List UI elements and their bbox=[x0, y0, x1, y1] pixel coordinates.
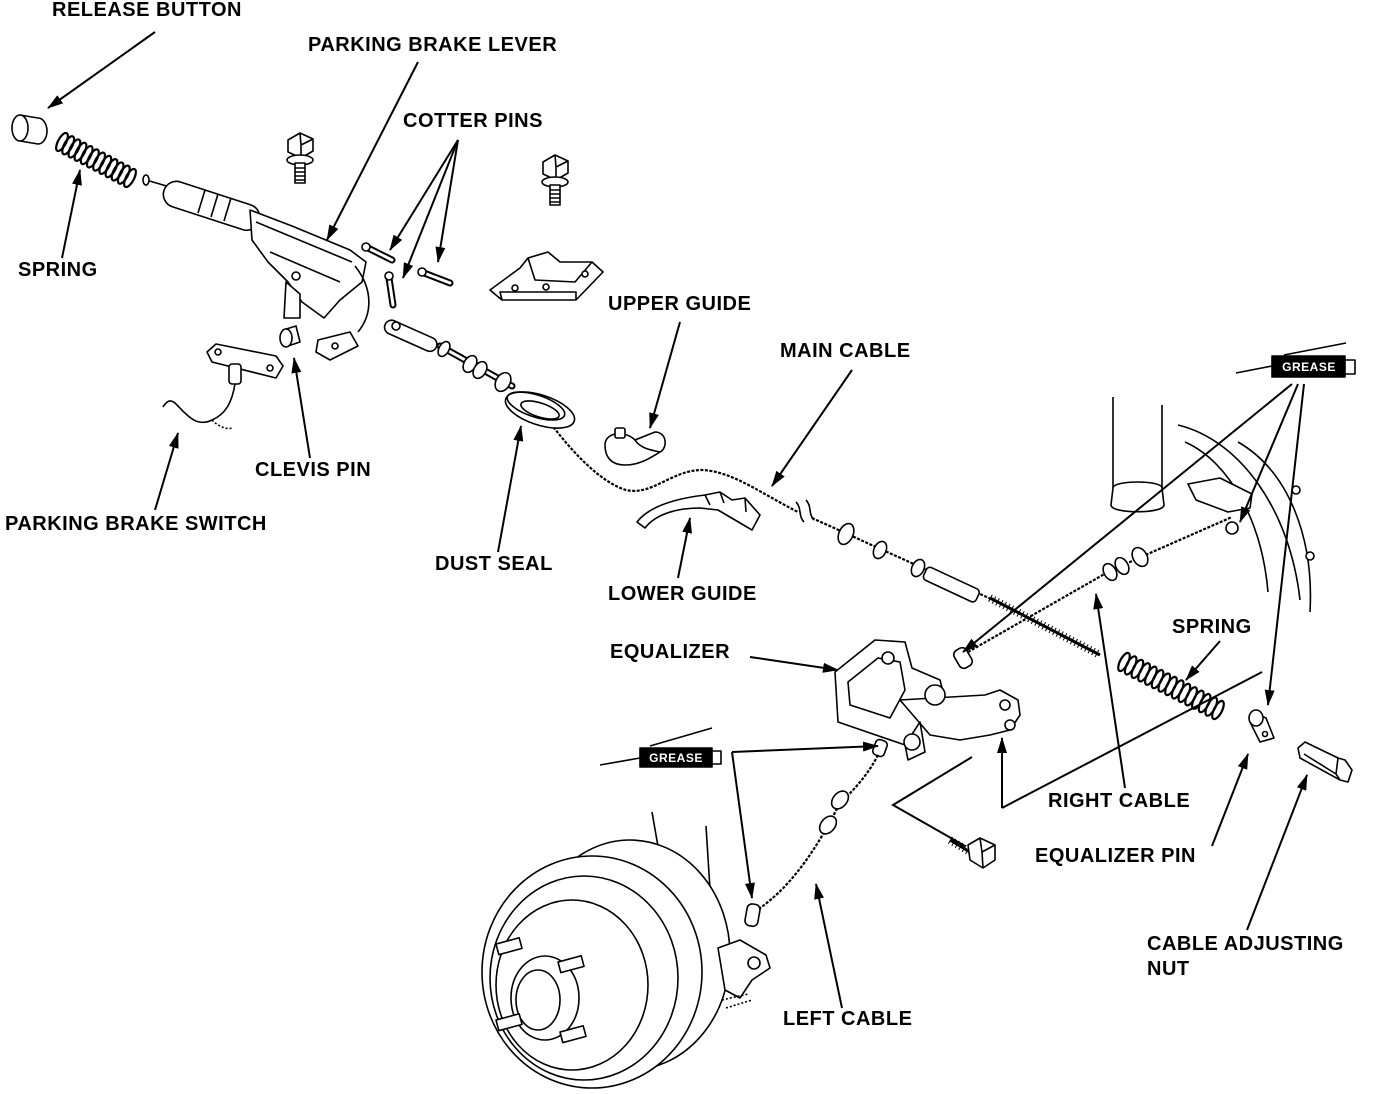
left-cable bbox=[744, 738, 889, 928]
right-cable bbox=[952, 515, 1233, 670]
equalizer-pin bbox=[1248, 709, 1275, 743]
leader-release-button bbox=[47, 31, 156, 109]
label-main-cable: MAIN CABLE bbox=[780, 340, 911, 362]
label-cable-adjusting-nut-line2: NUT bbox=[1147, 958, 1190, 980]
leader-cable-adjusting-nut bbox=[1246, 774, 1308, 931]
lower-guide bbox=[636, 491, 761, 531]
grease-tube-upper-label: GREASE bbox=[1282, 360, 1336, 374]
leader-cotter-pin-1 bbox=[389, 139, 459, 251]
leader-right-cable-end bbox=[1001, 671, 1263, 809]
wheel-studs bbox=[495, 936, 587, 1044]
rear-strut bbox=[1110, 397, 1165, 513]
label-right-cable: RIGHT CABLE bbox=[1048, 790, 1191, 812]
leader-grease-upper-backing bbox=[1239, 383, 1299, 523]
leader-lines bbox=[47, 31, 1308, 1009]
label-cotter-pins: COTTER PINS bbox=[403, 110, 543, 132]
leader-cotter-pin-3 bbox=[435, 139, 459, 263]
label-clevis-pin: CLEVIS PIN bbox=[255, 459, 372, 481]
leader-equalizer bbox=[749, 656, 839, 673]
cable-adjusting-nut bbox=[1297, 741, 1353, 783]
left-backing-plate-lever bbox=[717, 939, 771, 1009]
label-parking-brake-switch: PARKING BRAKE SWITCH bbox=[5, 513, 267, 535]
leader-equalizer-bolt bbox=[891, 756, 973, 847]
equalizer-bolt bbox=[947, 836, 996, 869]
lever-mounting-bracket bbox=[489, 251, 604, 301]
grease-tube-lower: GREASE bbox=[599, 727, 722, 768]
label-parking-brake-lever: PARKING BRAKE LEVER bbox=[308, 34, 558, 56]
leader-grease-upper-equalizer bbox=[962, 383, 1293, 653]
left-brake-drum bbox=[481, 811, 731, 1089]
leader-parking-brake-switch bbox=[154, 432, 179, 511]
grease-tube-upper: GREASE bbox=[1235, 342, 1356, 378]
bolt-upper-left bbox=[286, 132, 314, 184]
leader-upper-guide bbox=[649, 321, 681, 429]
grease-tube-lower-label: GREASE bbox=[649, 751, 703, 765]
label-left-cable: LEFT CABLE bbox=[783, 1008, 913, 1030]
parking-brake-switch bbox=[162, 343, 284, 430]
spring-left bbox=[55, 131, 137, 189]
label-spring-right: SPRING bbox=[1172, 616, 1252, 638]
main-cable bbox=[383, 319, 1102, 659]
leader-clevis-pin bbox=[291, 357, 311, 459]
cotter-pin-2 bbox=[384, 271, 397, 309]
label-cable-adjusting-nut-line1: CABLE ADJUSTING bbox=[1147, 933, 1344, 955]
upper-guide bbox=[604, 427, 666, 466]
leader-cotter-pin-2 bbox=[402, 139, 459, 279]
label-release-button: RELEASE BUTTON bbox=[52, 0, 242, 21]
label-equalizer-pin: EQUALIZER PIN bbox=[1035, 845, 1196, 867]
cotter-pin-3 bbox=[417, 267, 454, 287]
label-spring-left: SPRING bbox=[18, 259, 98, 281]
dust-seal bbox=[504, 391, 576, 429]
leader-grease-lower-cable-end bbox=[731, 751, 755, 899]
leader-dust-seal bbox=[497, 425, 524, 553]
leader-spring-right bbox=[1185, 640, 1221, 681]
label-equalizer: EQUALIZER bbox=[610, 641, 731, 663]
label-lower-guide: LOWER GUIDE bbox=[608, 583, 757, 605]
label-upper-guide: UPPER GUIDE bbox=[608, 293, 752, 315]
leader-left-cable bbox=[814, 883, 843, 1009]
leader-equalizer-pin bbox=[1211, 753, 1249, 847]
leader-parking-brake-lever bbox=[326, 61, 419, 241]
bolt-upper-right bbox=[541, 154, 569, 206]
release-button bbox=[11, 114, 48, 145]
leader-grease-lower-equalizer bbox=[731, 741, 879, 753]
leader-spring-left bbox=[61, 169, 82, 259]
equalizer bbox=[834, 639, 1021, 761]
leader-main-cable bbox=[771, 369, 853, 487]
label-dust-seal: DUST SEAL bbox=[435, 553, 553, 575]
cotter-pin-1 bbox=[361, 242, 396, 264]
leader-right-cable bbox=[1093, 593, 1126, 789]
leader-lower-guide bbox=[677, 517, 692, 579]
parking-brake-lever bbox=[142, 174, 370, 361]
spring-right bbox=[1117, 651, 1225, 721]
right-backing-plate bbox=[1177, 424, 1315, 613]
clevis-pin bbox=[279, 325, 301, 348]
leader-grease-upper-pin bbox=[1264, 383, 1305, 706]
